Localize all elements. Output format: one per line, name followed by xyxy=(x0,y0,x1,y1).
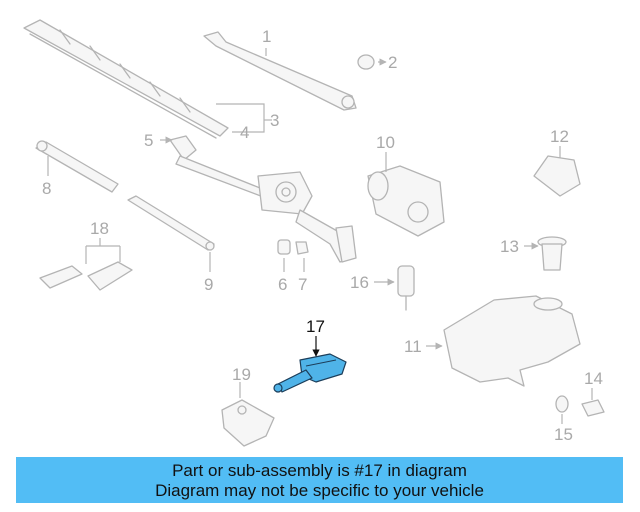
callout-14: 14 xyxy=(584,369,603,388)
washer-nozzle-set-part xyxy=(39,261,133,291)
wiper-arm-left-part xyxy=(35,140,119,193)
callout-5: 5 xyxy=(144,131,153,150)
callout-19: 19 xyxy=(232,365,251,384)
banner-line-2: Diagram may not be specific to your vehi… xyxy=(155,481,484,500)
info-banner: Part or sub-assembly is #17 in diagram D… xyxy=(16,457,623,503)
washer-pump-part xyxy=(397,265,415,311)
wiper-blade-part xyxy=(23,19,229,139)
callout-15: 15 xyxy=(554,425,573,444)
callout-4: 4 xyxy=(240,123,249,142)
wiper-arm-lower-part xyxy=(127,195,215,251)
highlighted-part-17 xyxy=(273,353,347,393)
callout-18: 18 xyxy=(90,219,109,238)
callout-3: 3 xyxy=(270,111,279,130)
callout-11: 11 xyxy=(404,337,422,356)
washer-reservoir-part xyxy=(443,295,581,387)
wiper-arm-part xyxy=(203,31,357,111)
callout-6: 6 xyxy=(278,275,287,294)
banner-line-1: Part or sub-assembly is #17 in diagram xyxy=(172,461,467,480)
wiper-linkage-part xyxy=(169,135,357,263)
grommet-part xyxy=(555,395,569,413)
wiper-motor-part xyxy=(367,165,445,237)
callout-8: 8 xyxy=(42,179,51,198)
callout-7: 7 xyxy=(298,275,307,294)
nut-part xyxy=(295,241,309,255)
bushing-part xyxy=(277,239,291,255)
cover-part xyxy=(533,155,581,197)
callout-9: 9 xyxy=(204,275,213,294)
callout-13: 13 xyxy=(500,237,519,256)
parts-diagram: 1 2 3 4 5 6 7 8 9 10 11 12 13 14 15 16 1… xyxy=(23,19,605,447)
callout-12: 12 xyxy=(550,127,569,146)
nozzle-bracket-part xyxy=(221,399,275,447)
fitting-part xyxy=(537,236,567,271)
callout-1: 1 xyxy=(262,27,271,46)
callout-16: 16 xyxy=(350,273,369,292)
fitting-small-part xyxy=(581,399,605,417)
callout-2: 2 xyxy=(388,53,397,72)
cap-part xyxy=(357,54,375,70)
callout-17: 17 xyxy=(306,317,325,336)
callout-10: 10 xyxy=(376,133,395,152)
